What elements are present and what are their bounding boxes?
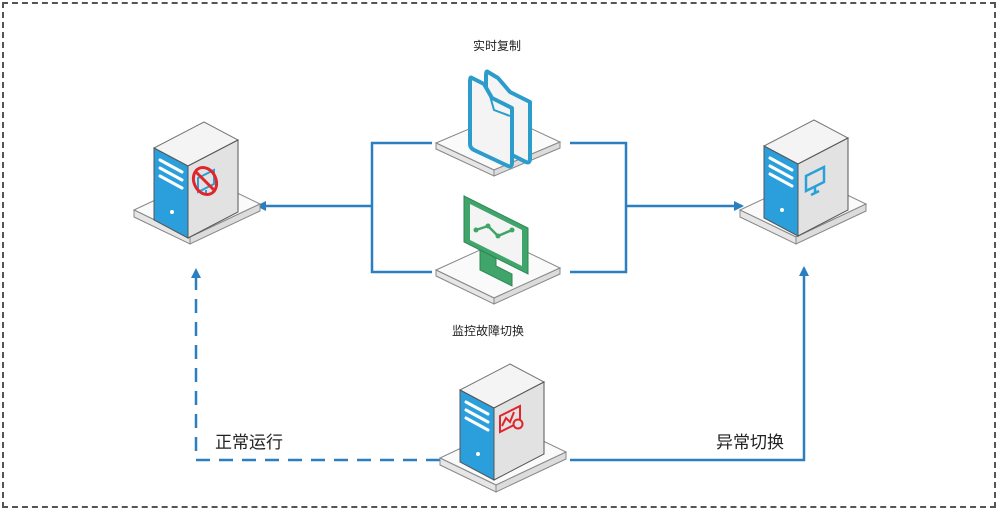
- documents-icon: [468, 69, 532, 169]
- normal-run-dashed-line: [191, 268, 440, 462]
- left-server: [132, 121, 262, 245]
- failover-label: 异常切换: [716, 433, 784, 453]
- vent-lines: [464, 400, 490, 432]
- failover-line: [570, 266, 809, 462]
- no-monitor-icon: [191, 165, 219, 197]
- power-led: [170, 210, 174, 214]
- monitor-node: [434, 195, 562, 305]
- power-led: [780, 208, 784, 212]
- monitor-failover-label: 监控故障切换: [452, 324, 525, 338]
- chart-gauge-icon: [499, 404, 524, 434]
- right-server: [738, 119, 868, 245]
- server-side: [493, 381, 545, 481]
- monitor-icon: [804, 164, 826, 197]
- replication-node: [434, 69, 562, 177]
- server-side: [797, 137, 849, 237]
- normal-run-label: 正常运行: [215, 433, 283, 453]
- left-bracket-line: [370, 141, 432, 274]
- connectors: [191, 141, 809, 462]
- right-bracket-line: [570, 141, 628, 274]
- vent-lines: [158, 158, 184, 190]
- vent-lines: [768, 156, 794, 188]
- monitor-chart-icon: [463, 195, 529, 287]
- power-led: [476, 452, 480, 456]
- bottom-server: [438, 363, 568, 493]
- replication-label: 实时复制: [473, 39, 522, 53]
